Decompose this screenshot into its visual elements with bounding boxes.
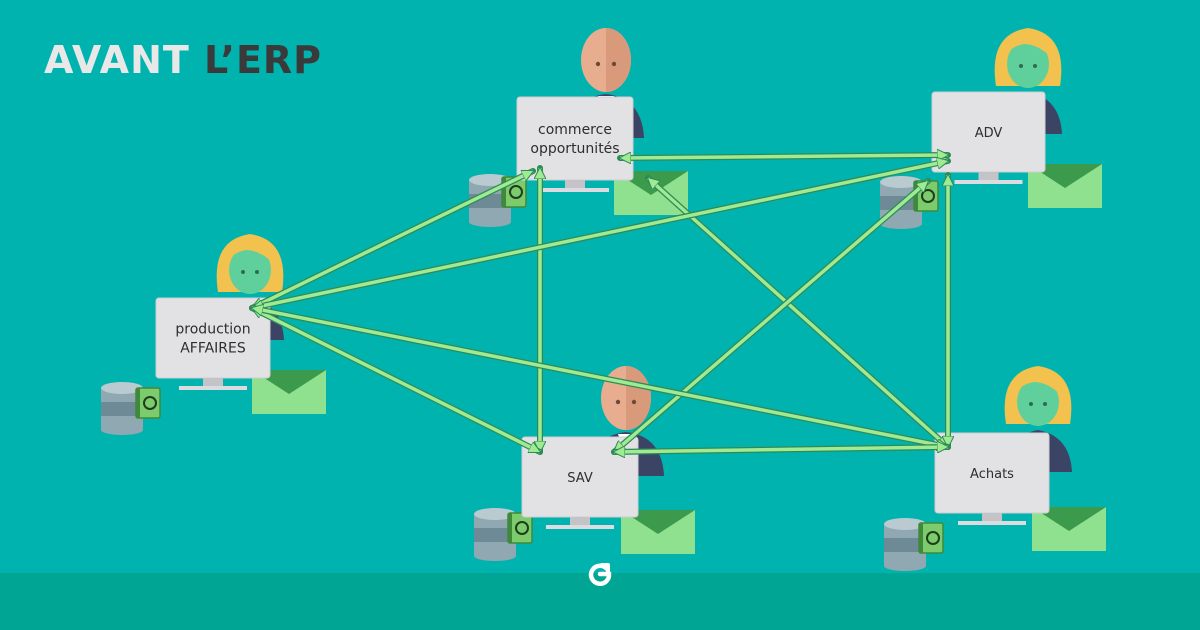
monitor-stand (958, 521, 1026, 525)
node-label-achats: Achats (970, 467, 1014, 482)
face (1017, 378, 1059, 426)
database-top (884, 518, 926, 530)
connection-production-achats (249, 308, 951, 447)
database-edge (474, 551, 516, 561)
connection-sav-achats (611, 447, 951, 452)
eye (255, 270, 259, 274)
arrows-layer (249, 155, 951, 452)
database-top (101, 382, 143, 394)
database-top (474, 508, 516, 520)
arrow-line (252, 169, 533, 310)
arrow-line (252, 161, 948, 308)
address-book-spine (508, 513, 512, 543)
node-label-commerce: opportunités (530, 141, 619, 157)
node-label-commerce: commerce (538, 122, 612, 138)
eye (1019, 64, 1023, 68)
node-label-adv: ADV (975, 126, 1003, 141)
monitor-neck (982, 513, 1002, 521)
desk-commerce: commerce opportunités (469, 96, 688, 227)
node-label-sav: SAV (567, 471, 593, 486)
eye (595, 61, 601, 67)
eye (631, 399, 637, 405)
monitor-neck (570, 517, 590, 525)
eye (1029, 402, 1033, 406)
hair-front (1014, 371, 1062, 396)
desks-layer: commerce opportunités ADV productionAFFAIRE… (101, 91, 1106, 571)
title-part-avant: AVANT (44, 38, 190, 82)
address-book-spine (136, 388, 140, 418)
node-label-production: production (175, 322, 250, 338)
face (1007, 40, 1049, 88)
address-book-spine (919, 523, 923, 553)
envelope-flap (1032, 507, 1106, 531)
database-edge (469, 217, 511, 227)
monitor-neck (565, 180, 585, 188)
node-label-production: AFFAIRES (180, 341, 246, 357)
arrow-line (252, 308, 948, 447)
monitor-stand (541, 188, 609, 192)
brand-logo-icon (588, 563, 612, 586)
head-shade (606, 28, 631, 92)
monitor-screen (516, 96, 634, 181)
monitor-sav: SAV (521, 436, 639, 529)
desk-adv: ADV (880, 91, 1102, 229)
eye (1033, 64, 1037, 68)
desk-achats: Achats (884, 432, 1106, 571)
desk-sav: SAV (474, 436, 695, 561)
arrow-line (614, 447, 948, 452)
monitor-adv: ADV (931, 91, 1046, 184)
envelope-flap (621, 510, 695, 534)
monitor-stand (546, 525, 614, 529)
database-edge (101, 425, 143, 435)
page-title: AVANT L’ERP (44, 38, 322, 82)
eye (611, 61, 617, 67)
monitor-commerce: commerce opportunités (516, 96, 634, 192)
connection-commerce-adv (617, 155, 951, 158)
monitor-stand (954, 180, 1023, 184)
connection-commerce-production (249, 168, 536, 311)
connection-adv-production (249, 161, 951, 308)
at-icon (515, 521, 529, 535)
monitor-neck (978, 172, 999, 180)
database-edge (884, 561, 926, 571)
eye (1043, 402, 1047, 406)
envelope-flap (1028, 164, 1102, 188)
eye (615, 399, 621, 405)
title-part-erp: L’ERP (204, 38, 323, 82)
at-icon (143, 396, 157, 410)
eye (241, 270, 245, 274)
monitor-neck (203, 378, 223, 386)
monitor-achats: Achats (934, 432, 1050, 525)
at-icon (926, 531, 940, 545)
monitor-stand (179, 386, 247, 390)
hair-front (1004, 33, 1052, 58)
